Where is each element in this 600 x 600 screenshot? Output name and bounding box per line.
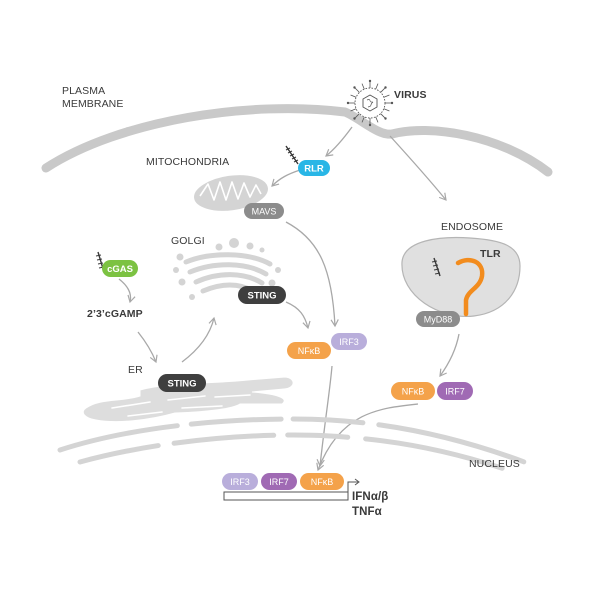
svg-text:IRF3: IRF3: [339, 337, 359, 347]
virus-label: VIRUS: [394, 89, 427, 101]
arrow-mavs-to-irf3: [285, 221, 339, 328]
tlr-label: TLR: [480, 248, 501, 260]
er-label: ER: [128, 364, 143, 376]
nucleus-label: NUCLEUS: [469, 458, 520, 470]
golgi-vesicles: [173, 238, 281, 300]
irf7-nucleus-pill: IRF7: [261, 473, 297, 490]
er-icon: [82, 376, 294, 423]
virus-icon: [346, 79, 394, 127]
svg-text:NFκB: NFκB: [298, 346, 321, 356]
cgas-pill: cGAS: [102, 260, 138, 277]
svg-text:cGAS: cGAS: [107, 264, 133, 275]
arrow-mid-to-nucleus: [316, 365, 333, 468]
arrow-sting-to-nfkb: [285, 301, 311, 330]
svg-text:STING: STING: [247, 291, 276, 302]
svg-text:IRF3: IRF3: [230, 477, 250, 487]
mitochondria-label: MITOCHONDRIA: [146, 156, 229, 168]
nfkb-mid-pill: NFκB: [287, 342, 331, 359]
promoter-arrow-icon: [223, 478, 360, 501]
svg-text:MAVS: MAVS: [252, 207, 277, 217]
arrow-rlr-to-mito: [271, 169, 301, 187]
tnf-label: TNFα: [352, 506, 382, 518]
nuclear-envelope-inner: [77, 432, 533, 481]
arrow-virus-to-endosome: [389, 135, 447, 201]
svg-text:NFκB: NFκB: [311, 477, 334, 487]
nfkb-right-pill: NFκB: [391, 382, 435, 400]
golgi-label: GOLGI: [171, 235, 205, 247]
sting-golgi-pill: STING: [238, 286, 286, 304]
irf3-nucleus-pill: IRF3: [222, 473, 258, 490]
arrow-virus-to-rlr: [325, 126, 353, 157]
arrow-myd88-to-nfkb: [439, 333, 460, 377]
sting-er-pill: STING: [158, 374, 206, 392]
tlr-receptor: [455, 257, 485, 317]
myd88-pill: MyD88: [416, 311, 460, 327]
endosome-icon: [401, 236, 521, 318]
plasma-membrane-label: PLASMA MEMBRANE: [62, 85, 123, 110]
endosome-label: ENDOSOME: [441, 221, 503, 233]
arrow-cgamp-to-er: [137, 331, 158, 364]
arrow-right-to-nucleus: [316, 403, 419, 472]
svg-text:IRF7: IRF7: [269, 477, 289, 487]
rlr-pill: RLR: [298, 160, 330, 176]
irf3-mid-pill: IRF3: [331, 333, 367, 350]
cgamp-label: 2’3’cGAMP: [87, 308, 143, 320]
svg-text:RLR: RLR: [304, 164, 324, 175]
irf7-right-pill: IRF7: [437, 382, 473, 400]
svg-text:NFκB: NFκB: [402, 387, 425, 397]
mitochondrion-icon: [192, 173, 270, 213]
svg-text:STING: STING: [167, 379, 196, 390]
arrow-cgas-to-cgamp: [118, 278, 136, 304]
arrow-er-to-golgi: [181, 316, 217, 363]
signaling-arrows: [118, 126, 460, 472]
nfkb-nucleus-pill: NFκB: [300, 473, 344, 490]
rna-strand-icon: [431, 257, 441, 277]
rna-strand-icon: [285, 145, 299, 165]
plasma-membrane: [41, 104, 553, 177]
mavs-pill: MAVS: [244, 203, 284, 219]
svg-text:MyD88: MyD88: [424, 315, 453, 325]
ifn-label: IFNα/β: [352, 491, 388, 503]
svg-text:IRF7: IRF7: [445, 387, 465, 397]
nuclear-envelope-outer: [57, 416, 548, 473]
